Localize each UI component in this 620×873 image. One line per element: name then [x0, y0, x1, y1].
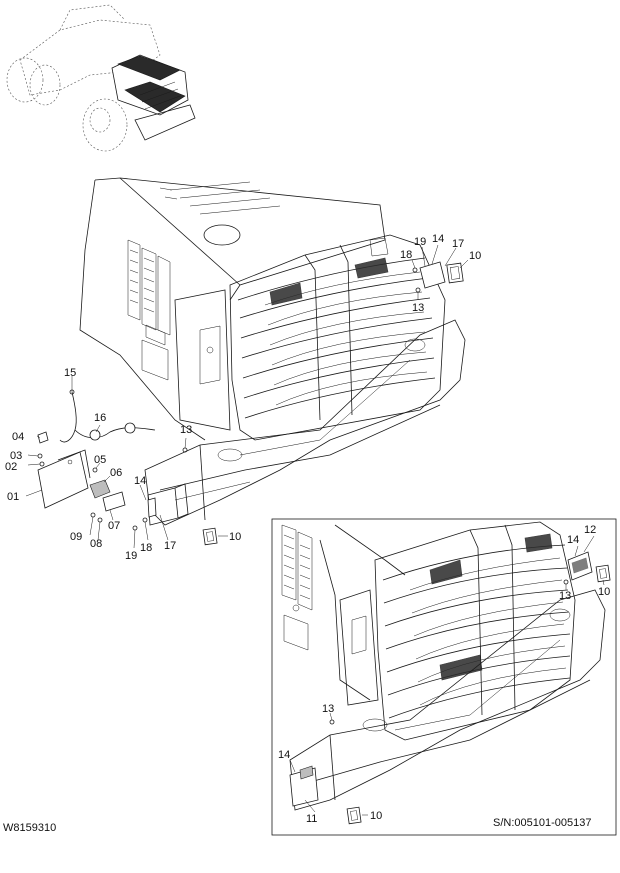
- inset-callout-12: 12: [584, 524, 596, 536]
- callout-03: 03: [10, 450, 22, 462]
- callout-06: 06: [110, 467, 122, 479]
- inset-callout-13-right: 13: [559, 590, 571, 602]
- main-view-front-grille-assembly: [79, 177, 466, 526]
- main-view-callouts: 15 04 16 03 02 05 06 01 07 09 08 13 14 1…: [5, 233, 481, 562]
- callout-13-top: 13: [412, 302, 424, 314]
- inset-callout-13-center: 13: [322, 703, 334, 715]
- callout-19: 19: [125, 550, 137, 562]
- callout-17-top: 17: [452, 238, 464, 250]
- drawing-id: W8159310: [3, 822, 56, 834]
- counterweight-bumper: [144, 319, 466, 526]
- license-plate-bracket-parts: [37, 261, 464, 546]
- machine-locator-thumbnail: [6, 4, 196, 152]
- callout-09: 09: [70, 531, 82, 543]
- callout-15: 15: [64, 367, 76, 379]
- callout-10-top: 10: [469, 250, 481, 262]
- inset-callout-10-right: 10: [598, 586, 610, 598]
- callout-14-top: 14: [432, 233, 444, 245]
- inset-callout-14-left: 14: [278, 749, 290, 761]
- inset-callout-11: 11: [306, 813, 317, 825]
- callout-07: 07: [108, 520, 120, 532]
- inset-callout-10-bottom: 10: [370, 810, 382, 822]
- side-louvre-vents: [127, 239, 171, 381]
- front-grille: [229, 234, 446, 441]
- callout-19-top: 19: [414, 236, 426, 248]
- main-view-leader-lines: [25, 244, 469, 549]
- callout-13: 13: [180, 424, 192, 436]
- callout-18: 18: [140, 542, 152, 554]
- callout-02: 02: [5, 461, 17, 473]
- callout-18-top: 18: [400, 249, 412, 261]
- callout-04: 04: [12, 431, 24, 443]
- inset-callout-14-right: 14: [567, 534, 579, 546]
- inset-frame: [271, 518, 617, 836]
- callout-10: 10: [229, 531, 241, 543]
- callout-17: 17: [164, 540, 176, 552]
- serial-number-range: S/N:005101-005137: [493, 817, 591, 829]
- callout-05: 05: [94, 454, 106, 466]
- callout-14: 14: [134, 475, 146, 487]
- callout-08: 08: [90, 538, 102, 550]
- inset-view-serial-variant: 14 12 13 10 13 14 11 10: [271, 518, 617, 836]
- callout-01: 01: [7, 491, 19, 503]
- callout-16: 16: [94, 412, 106, 424]
